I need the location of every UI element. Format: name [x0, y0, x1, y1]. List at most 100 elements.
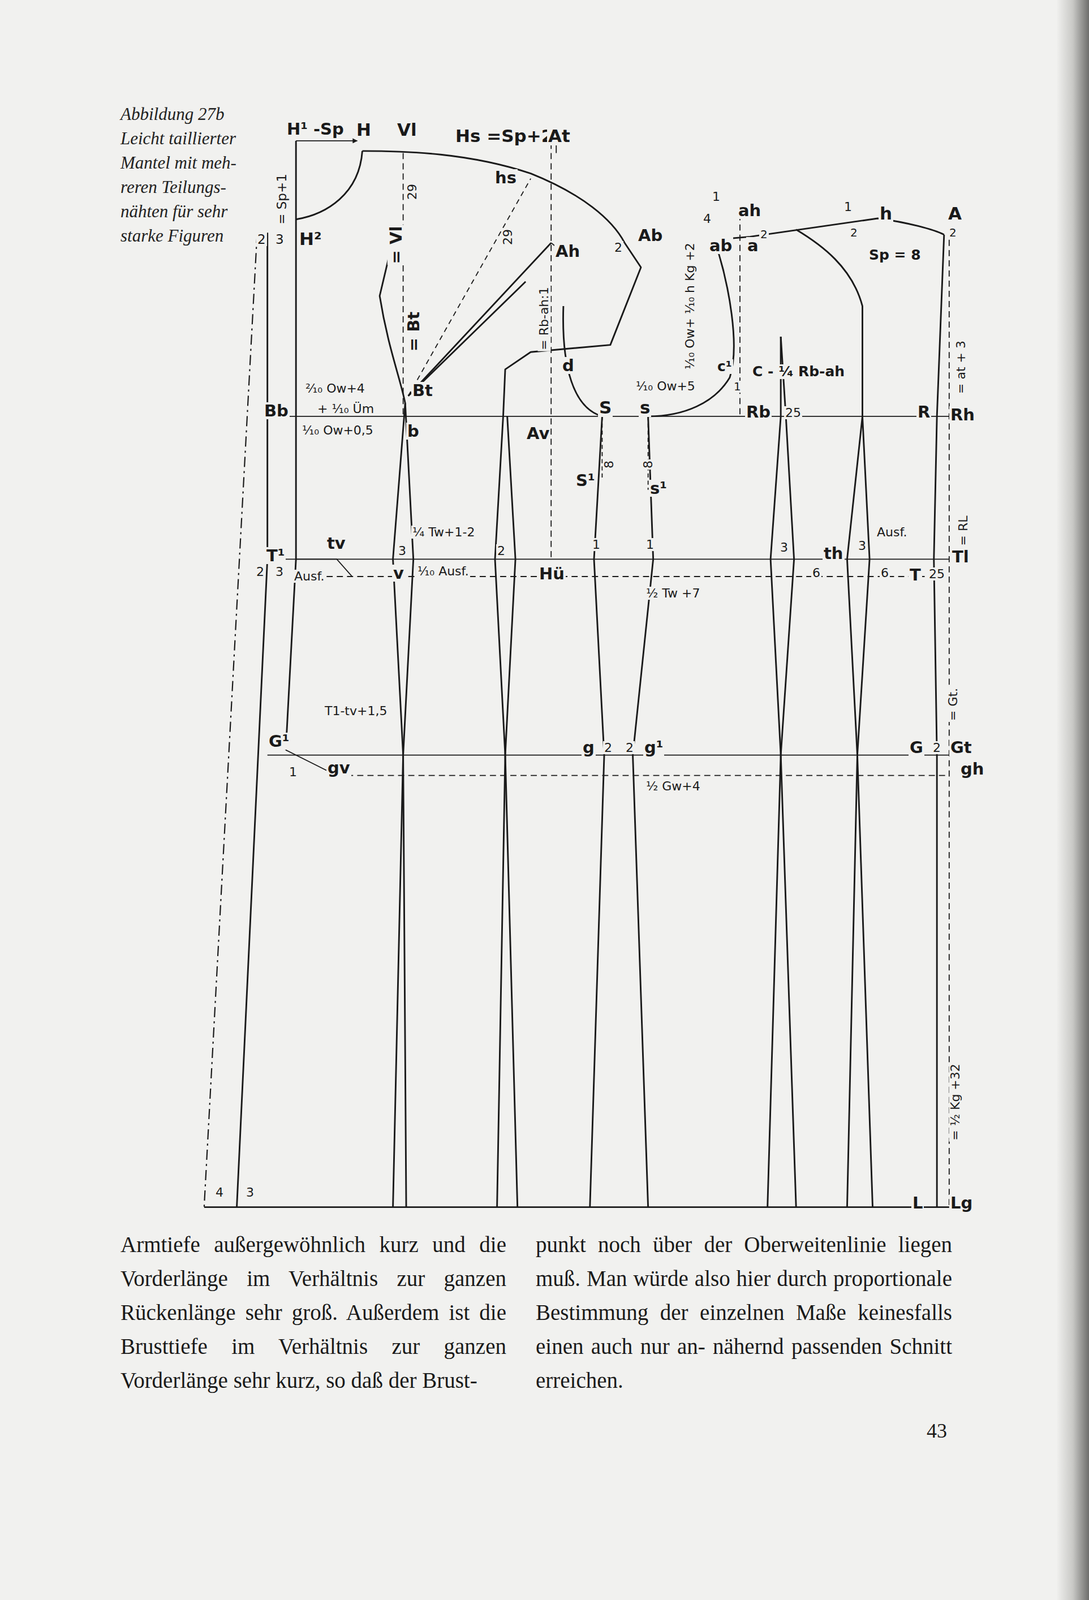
point-label: b	[406, 422, 421, 440]
point-label: 3	[397, 544, 408, 558]
point-label: At	[547, 126, 572, 146]
dimension-formula: 8	[641, 459, 655, 470]
point-label: 1	[591, 537, 602, 552]
point-label: 1	[644, 537, 656, 552]
point-label: 2	[624, 741, 635, 755]
point-label: Tl	[950, 548, 971, 566]
point-label: 25	[784, 406, 803, 420]
dimension-formula: = Gt.	[946, 686, 960, 722]
point-label: c¹	[716, 359, 734, 374]
point-label: H	[355, 120, 373, 140]
point-label: 4	[702, 212, 713, 226]
point-label: S¹	[574, 471, 597, 489]
point-label: 3	[857, 539, 868, 553]
point-label: ¹⁄₁₀ Ow+0,5	[300, 423, 375, 437]
point-label: 6	[811, 566, 822, 580]
point-label: 1	[732, 380, 743, 393]
point-label: 2	[948, 226, 958, 239]
point-label: 2	[603, 741, 614, 755]
point-label: G	[908, 738, 925, 756]
point-label: gv	[326, 759, 352, 777]
point-label: 25	[927, 567, 946, 581]
point-label: Rh	[949, 406, 976, 424]
dimension-formula: = Rb-ah:1	[537, 285, 551, 351]
point-label: + ¹⁄₁₀ Üm	[316, 402, 376, 416]
point-label: 2	[255, 565, 266, 579]
point-label: Ab	[636, 226, 664, 244]
dimension-formula: = at + 3	[954, 339, 968, 395]
point-label: Av	[525, 424, 551, 442]
point-label: 3	[274, 565, 285, 579]
point-label: 3	[244, 1185, 256, 1199]
point-label: Hü	[537, 565, 566, 583]
point-label: Ausf.	[293, 569, 326, 583]
dimension-formula: = Bt	[405, 310, 423, 353]
dimension-formula: 29	[405, 182, 419, 201]
point-label: hs	[493, 169, 518, 187]
point-label: a	[746, 237, 760, 255]
point-label: ¹⁄₁₀ Ausf.	[416, 564, 471, 578]
dimension-formula: 29	[501, 227, 515, 247]
point-label: 2	[849, 226, 859, 239]
point-label: Lg	[949, 1194, 974, 1212]
point-label: 2	[931, 741, 942, 755]
point-label: A	[947, 204, 963, 223]
point-label: ¹⁄₂ Tw +7	[644, 586, 702, 600]
point-label: gh	[959, 760, 985, 778]
figure-caption: Abbildung 27b Leicht taillierter Mantel …	[120, 101, 241, 248]
point-label: H²	[298, 229, 324, 249]
point-label: Hs =Sp+2	[454, 126, 555, 146]
point-label: L	[911, 1194, 924, 1212]
point-label: s¹	[648, 479, 669, 497]
point-label: Sp = 8	[867, 247, 923, 263]
point-label: th	[822, 544, 845, 562]
dimension-formula: 8	[602, 459, 616, 470]
point-label: 3	[274, 232, 286, 247]
dimension-formula: ¹⁄₁₀ Ow+ ¹⁄₁₀ h Kg +2	[683, 241, 697, 371]
point-label: Ausf.	[875, 525, 909, 539]
point-label: ah	[737, 201, 763, 219]
point-label: ¹⁄₁₀ Ow+5	[634, 379, 697, 393]
point-label: T1-tv+1,5	[323, 704, 389, 718]
point-label: Rb	[745, 403, 772, 421]
point-label: g¹	[643, 738, 665, 756]
page-number: 43	[926, 1418, 948, 1443]
point-label: Bt	[411, 381, 434, 399]
point-label: s	[638, 398, 652, 417]
point-label: ¹⁄₂ Gw+4	[644, 779, 702, 793]
point-label: 6	[879, 566, 890, 580]
point-label: 2	[256, 232, 268, 247]
point-label: 1	[711, 190, 722, 204]
point-label: T¹	[265, 547, 286, 565]
point-label: S	[597, 398, 613, 417]
point-label: Vl	[396, 120, 419, 140]
point-label: 4	[214, 1185, 225, 1199]
point-label: d	[561, 356, 576, 374]
point-label: R	[916, 403, 932, 421]
body-text: punkt noch über der Oberweitenlinie lieg…	[535, 1227, 953, 1398]
dimension-formula: = ¹⁄₂ Kg +32	[948, 1062, 962, 1142]
point-label: h	[878, 204, 894, 223]
point-label: v	[392, 564, 406, 582]
point-label: 3	[778, 540, 790, 554]
point-label: 2	[759, 228, 769, 241]
point-label: Bb	[263, 402, 290, 420]
dimension-formula: = Sp+1	[274, 172, 289, 226]
point-label: g	[581, 738, 596, 756]
point-label: Gt	[949, 738, 974, 756]
point-label: 2	[613, 240, 624, 255]
point-label: ²⁄₁₀ Ow+4	[304, 381, 367, 395]
point-label: Ah	[554, 242, 581, 260]
point-label: tv	[325, 534, 347, 552]
point-label: H¹ -Sp	[285, 120, 346, 138]
point-label: G¹	[267, 732, 291, 750]
point-label: 2	[496, 544, 507, 558]
point-label: T	[908, 566, 923, 584]
point-label: ¹⁄₄ Tw+1-2	[411, 525, 476, 539]
point-label: 1	[842, 200, 854, 214]
point-label: 1	[287, 765, 299, 779]
body-text: Armtiefe außergewöhnlich kurz und die Vo…	[120, 1227, 507, 1398]
dimension-formula: = RL	[956, 514, 970, 548]
point-label: ab	[708, 237, 734, 255]
point-label: C - ¹⁄₄ Rb-ah	[751, 364, 846, 380]
